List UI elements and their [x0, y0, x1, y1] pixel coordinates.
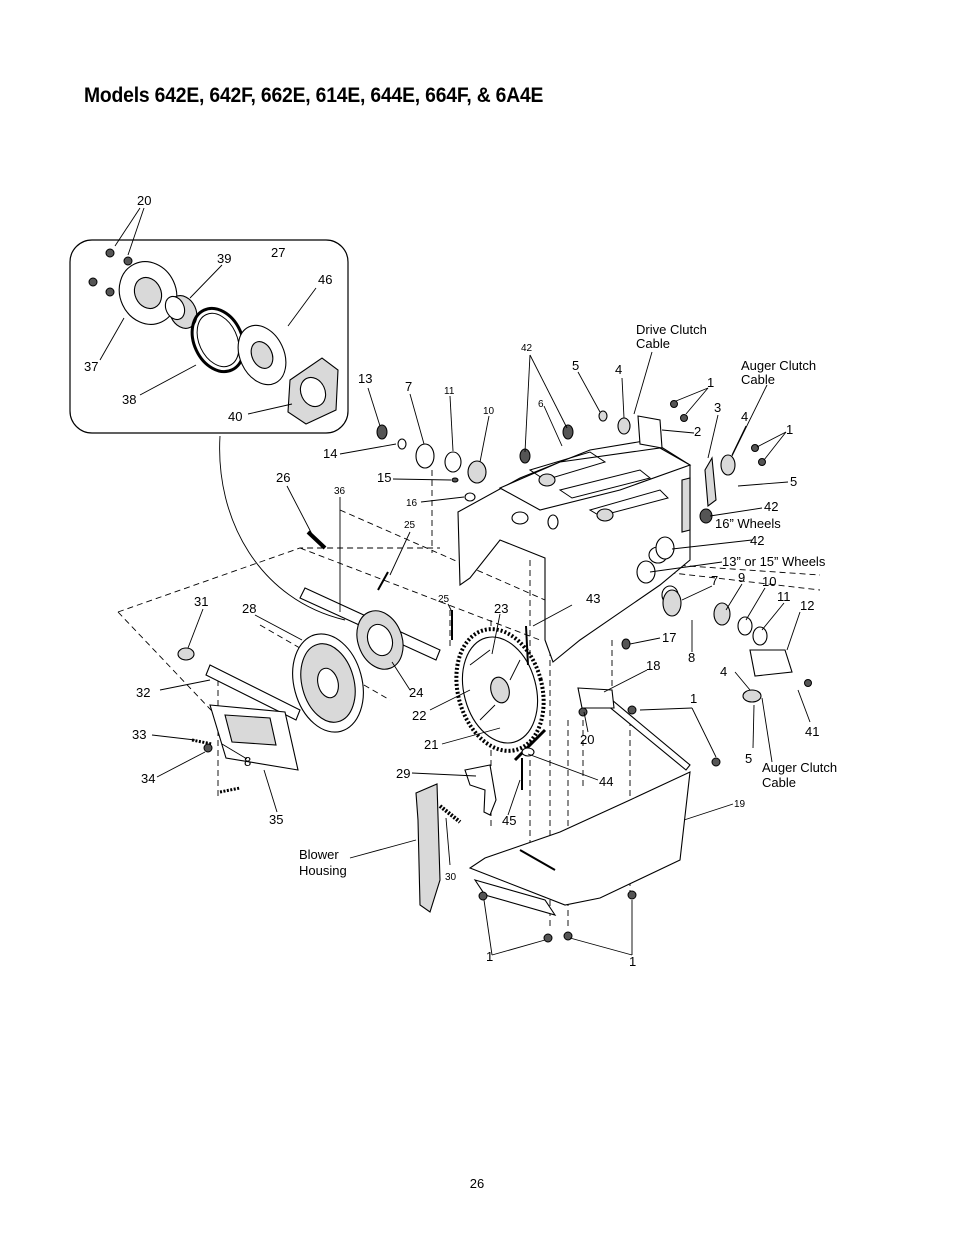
callout-4: 4 [741, 409, 748, 424]
wheels-13-15-label: 13” or 15” Wheels [722, 554, 826, 569]
callout-44: 44 [599, 774, 613, 789]
right-side-parts [519, 400, 812, 703]
callout-24: 24 [409, 685, 423, 700]
page-number: 26 [469, 1176, 485, 1191]
drive-clutch-cable-label: Drive Clutch [636, 322, 707, 337]
bracket-plate [191, 704, 299, 794]
callout-1: 1 [486, 949, 493, 964]
callout-32: 32 [136, 685, 150, 700]
callout-9: 9 [738, 570, 745, 585]
callout-45: 45 [502, 813, 516, 828]
callout-30: 30 [445, 872, 457, 883]
auger-clutch-cable-label: Auger Clutch [741, 358, 816, 373]
callout-43: 43 [586, 591, 600, 606]
callout-5: 5 [572, 358, 579, 373]
callout-38: 38 [122, 392, 136, 407]
callout-11: 11 [777, 589, 791, 604]
callout-7: 7 [405, 379, 412, 394]
callout-13: 13 [358, 371, 372, 386]
callout-28: 28 [242, 601, 256, 616]
frame-assembly [457, 439, 692, 663]
callout-41: 41 [805, 724, 819, 739]
callout-33: 33 [132, 727, 146, 742]
callout-25: 25 [404, 520, 416, 531]
page-title: Models 642E, 642F, 662E, 614E, 644E, 664… [84, 84, 544, 107]
lower-parts [415, 687, 721, 943]
wheels-16-label: 16” Wheels [715, 516, 781, 531]
callout-2: 2 [694, 424, 701, 439]
drive-clutch-cable-label-2: Cable [636, 336, 670, 351]
callout-1: 1 [786, 422, 793, 437]
auger-clutch-cable-lower-label: Auger Clutch [762, 760, 837, 775]
callout-14: 14 [323, 446, 337, 461]
callout-19: 19 [734, 799, 746, 810]
callout-15: 15 [377, 470, 391, 485]
callout-20: 20 [137, 193, 151, 208]
callout-10: 10 [483, 406, 495, 417]
callout-16: 16 [406, 498, 418, 509]
callout-4: 4 [615, 362, 622, 377]
callout-4: 4 [720, 664, 727, 679]
callout-22: 22 [412, 708, 426, 723]
callout-20: 20 [580, 732, 594, 747]
shaft-assembly [177, 587, 441, 733]
callout-42: 42 [764, 499, 778, 514]
callout-27: 27 [271, 245, 285, 260]
callout-29: 29 [396, 766, 410, 781]
axle-small-parts [306, 424, 529, 666]
callout-46: 46 [318, 272, 332, 287]
callout-25: 25 [438, 594, 450, 605]
callout-23: 23 [494, 601, 508, 616]
callout-11: 11 [444, 386, 455, 397]
callout-39: 39 [217, 251, 231, 266]
callout-12: 12 [800, 598, 814, 613]
callout-31: 31 [194, 594, 208, 609]
callout-7: 7 [711, 573, 718, 588]
gear-assembly [454, 627, 546, 753]
descriptive-labels: Drive Clutch Cable Auger Clutch Cable 16… [299, 322, 837, 878]
callout-37: 37 [84, 359, 98, 374]
callout-26: 26 [276, 470, 290, 485]
callout-5: 5 [790, 474, 797, 489]
blower-housing-label-2: Housing [299, 863, 347, 878]
callout-40: 40 [228, 409, 242, 424]
callout-42: 42 [750, 533, 764, 548]
callout-35: 35 [269, 812, 283, 827]
auger-clutch-cable-lower-label-2: Cable [762, 775, 796, 790]
callout-1: 1 [707, 375, 714, 390]
callout-34: 34 [141, 771, 155, 786]
callout-1: 1 [690, 691, 697, 706]
callout-17: 17 [662, 630, 676, 645]
inset-detail [69, 207, 349, 434]
blower-housing-label: Blower [299, 847, 339, 862]
callout-8: 8 [688, 650, 695, 665]
callout-21: 21 [424, 737, 438, 752]
leader-lines [151, 351, 811, 956]
callout-18: 18 [646, 658, 660, 673]
callout-3: 3 [714, 400, 721, 415]
callout-6: 6 [538, 399, 544, 410]
callout-36: 36 [334, 486, 346, 497]
callout-42: 42 [521, 343, 533, 354]
callout-10: 10 [762, 574, 776, 589]
callout-1: 1 [629, 954, 636, 969]
callout-5: 5 [745, 751, 752, 766]
auger-clutch-cable-label-2: Cable [741, 372, 775, 387]
callout-8: 8 [244, 754, 251, 769]
callout-labels: 20 27 39 46 37 38 40 42 5 4 1 6 13 7 11 … [84, 193, 819, 969]
